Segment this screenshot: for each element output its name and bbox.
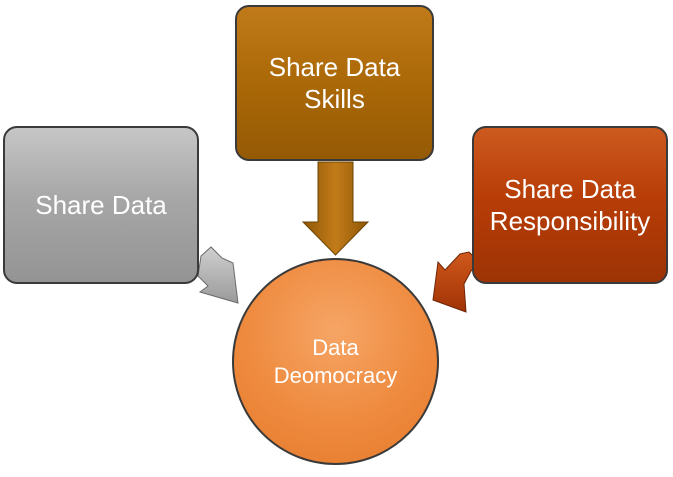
- node-share-data-responsibility: Share Data Responsibility: [472, 126, 668, 284]
- node-data-democracy-line1: Data: [312, 335, 359, 360]
- node-data-democracy-line2: Deomocracy: [273, 362, 398, 388]
- node-data-democracy: Data Deomocracy: [232, 258, 439, 465]
- node-share-data-responsibility-line1: Share Data: [504, 173, 636, 204]
- arrow-share-data-to-democracy: [197, 246, 239, 304]
- node-share-data-skills: Share Data Skills: [235, 5, 434, 161]
- node-share-data-skills-line2: Skills: [304, 84, 365, 114]
- node-share-data: Share Data: [3, 126, 199, 284]
- node-share-data-skills-line1: Share Data: [268, 51, 401, 82]
- arrow-share-skills-to-democracy: [301, 161, 370, 256]
- node-share-data-responsibility-line2: Responsibility: [489, 206, 651, 236]
- node-share-data-label: Share Data: [35, 189, 167, 220]
